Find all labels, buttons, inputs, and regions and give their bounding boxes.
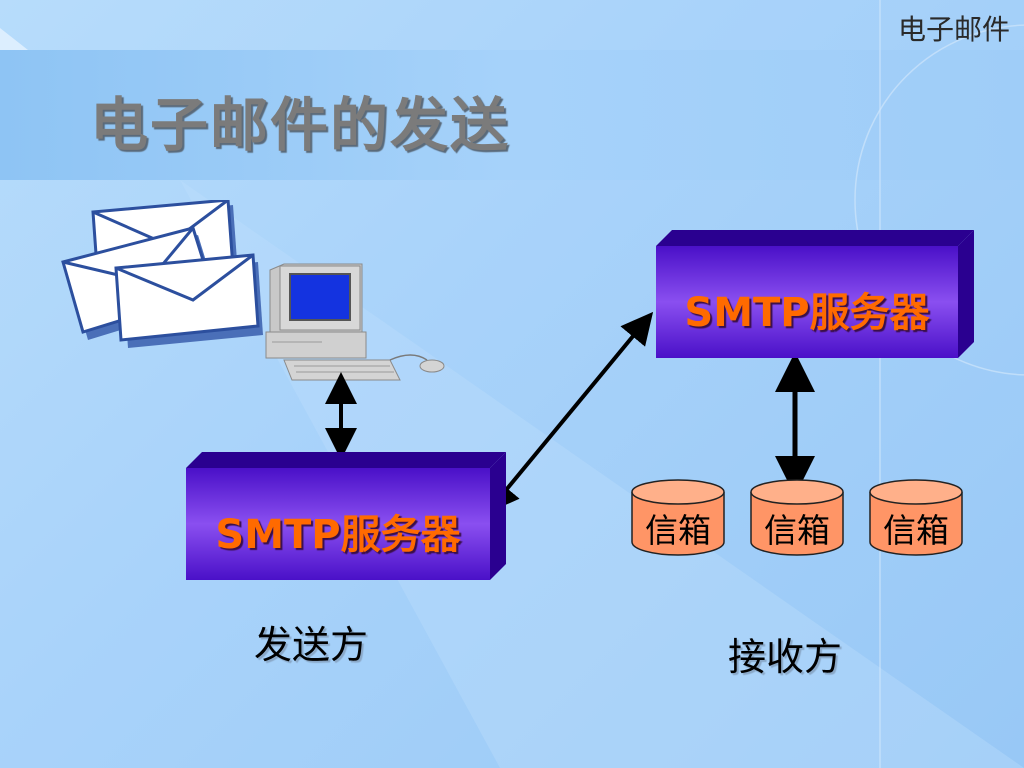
sender-to-receiver-arrow [486,311,654,514]
mailbox-label: 信箱 [883,511,949,550]
mailbox-cylinder-icon [869,479,963,556]
mailbox-2: 信箱 [749,478,845,558]
envelopes-icon [61,200,263,348]
title-band [0,50,1024,180]
mailbox-3: 信箱 [868,478,964,558]
receiver-smtp-server: SMTP服务器 [656,230,974,360]
sender-server-shape [186,452,506,580]
sender-caption: 发送方 [254,623,369,667]
sender-smtp-server: SMTP服务器 [186,452,506,582]
sender-server-label: SMTP服务器 [215,512,461,558]
mailbox-label: 信箱 [645,511,711,550]
topic-label: 电子邮件 [897,13,1010,46]
mailbox-1: 信箱 [630,478,726,558]
page-title: 电子邮件的发送 [90,91,511,159]
receiver-caption: 接收方 [728,635,843,679]
mailbox-cylinder-icon [631,479,725,556]
mailbox-label: 信箱 [764,511,830,550]
receiver-server-shape [656,230,974,358]
mailbox-cylinder-icon [750,479,844,556]
receiver-server-label: SMTP服务器 [684,290,930,336]
computer-icon [265,263,445,381]
